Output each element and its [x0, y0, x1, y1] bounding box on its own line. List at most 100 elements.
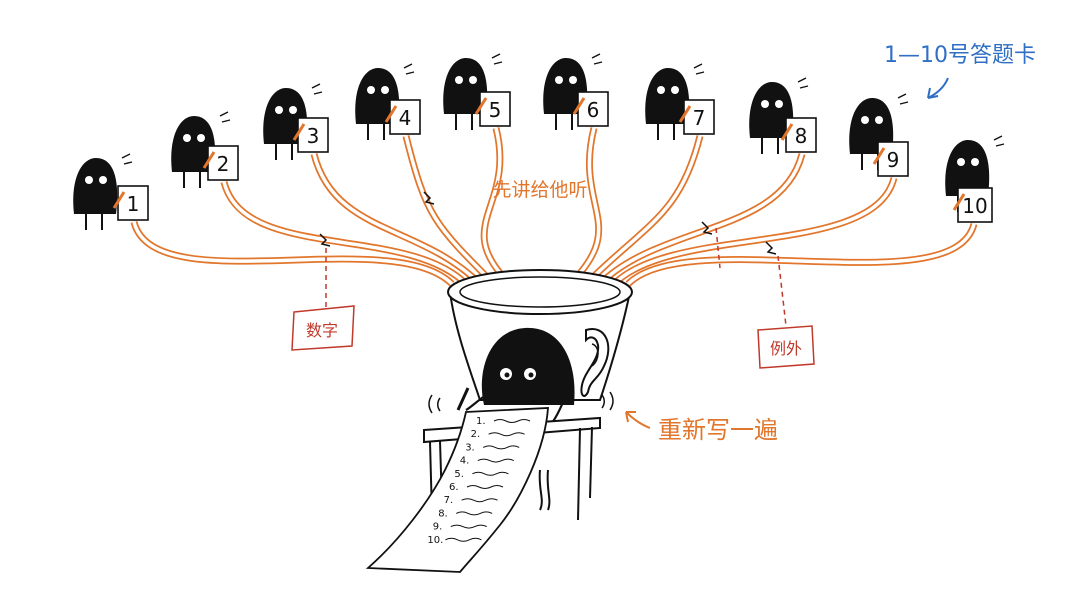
tube-inner [568, 127, 601, 286]
answer-card-number: 6 [587, 98, 600, 122]
cut-mark-icon [701, 221, 713, 235]
center-label: 先讲给他听 [492, 179, 587, 201]
character: 5 [443, 53, 511, 130]
pencil-icon [112, 191, 126, 209]
eye [469, 76, 477, 84]
character: 6 [543, 53, 609, 130]
eye [569, 76, 577, 84]
eye [85, 176, 93, 184]
list-item-scribble [445, 537, 482, 542]
motion-mark [403, 63, 415, 75]
page-title: 1—10号答题卡 [884, 43, 1036, 68]
pencil-icon [202, 151, 216, 169]
cut-tag-digits: 数字 [291, 248, 355, 351]
motion-mark [491, 53, 503, 65]
tube-inner [482, 127, 512, 286]
tube-inner [312, 153, 482, 286]
eye [875, 116, 883, 124]
tube-inner [132, 221, 454, 286]
answer-card-number: 4 [399, 106, 412, 130]
arrow-left-icon [625, 411, 651, 429]
character: 1 [73, 153, 149, 230]
eye [555, 76, 563, 84]
tube-inner [222, 181, 468, 286]
pencil-icon [292, 123, 306, 141]
tube-inner [598, 153, 804, 286]
answer-card-number: 2 [217, 152, 230, 176]
list-item-number: 2. [471, 429, 481, 440]
cut-tag-label: 例外 [770, 339, 802, 358]
eye [367, 86, 375, 94]
list-item-scribble [482, 445, 520, 450]
list-item-scribble [472, 471, 509, 476]
character: 10 [945, 135, 1005, 223]
cut-mark-icon [765, 241, 777, 255]
list-item-scribble [477, 458, 515, 463]
pencil-icon [572, 97, 586, 115]
character: 4 [355, 63, 421, 140]
character: 8 [749, 77, 817, 154]
title-annotation: 1—10号答题卡 [884, 43, 1036, 99]
answer-card-number: 10 [962, 194, 987, 218]
pencil-icon [952, 193, 966, 211]
list-item-number: 7. [444, 495, 454, 506]
tube-group [130, 127, 978, 287]
cut-mark-icon [423, 191, 435, 205]
eye [183, 134, 191, 142]
answer-card-number: 5 [489, 98, 502, 122]
list-item-number: 8. [438, 508, 448, 519]
cut-tag-exception: 例外 [757, 255, 815, 369]
list-item-number: 5. [454, 469, 464, 480]
eye [289, 106, 297, 114]
motion-mark [591, 53, 603, 65]
tube-inner [626, 223, 976, 286]
character-body [443, 58, 488, 114]
cut-tag-label: 数字 [306, 321, 338, 340]
eye [671, 86, 679, 94]
list-item-number: 3. [465, 442, 475, 453]
tube-inner [584, 135, 702, 286]
list-item-scribble [461, 498, 498, 503]
answer-card [877, 141, 909, 177]
eye [99, 176, 107, 184]
character-body [543, 58, 588, 114]
tube-inner [612, 177, 896, 286]
motion-mark [311, 83, 323, 95]
rewrite-label: 重新写一遍 [658, 416, 778, 444]
character: 7 [645, 63, 715, 140]
pencil-icon [872, 147, 886, 165]
eye [275, 106, 283, 114]
character-body [749, 82, 794, 138]
character: 3 [263, 83, 329, 160]
motion-mark [897, 93, 909, 105]
character-body [73, 158, 118, 214]
character-body [849, 98, 894, 154]
character: 9 [849, 93, 909, 177]
listener-character [428, 327, 614, 429]
list-item-number: 4. [460, 456, 470, 467]
eye [381, 86, 389, 94]
character-body [945, 140, 990, 196]
motion-mark [693, 63, 705, 75]
motion-mark [219, 111, 231, 123]
list-item-scribble [488, 432, 525, 437]
cut-mark-icon [319, 233, 331, 247]
list-item-scribble [455, 511, 493, 516]
eye [455, 76, 463, 84]
list-item-scribble [466, 485, 504, 489]
eye [971, 158, 979, 166]
character-body [355, 68, 400, 124]
eye [657, 86, 665, 94]
motion-mark [993, 135, 1005, 147]
tube [597, 153, 806, 287]
pencil-icon [384, 105, 398, 123]
character: 2 [171, 111, 239, 188]
motion-mark [797, 77, 809, 89]
list-item-number: 6. [449, 482, 459, 493]
list-item-number: 9. [433, 522, 443, 533]
eye [775, 100, 783, 108]
answer-card-number: 9 [887, 148, 900, 172]
pencil-icon [678, 105, 692, 123]
tube-inner [404, 135, 496, 286]
